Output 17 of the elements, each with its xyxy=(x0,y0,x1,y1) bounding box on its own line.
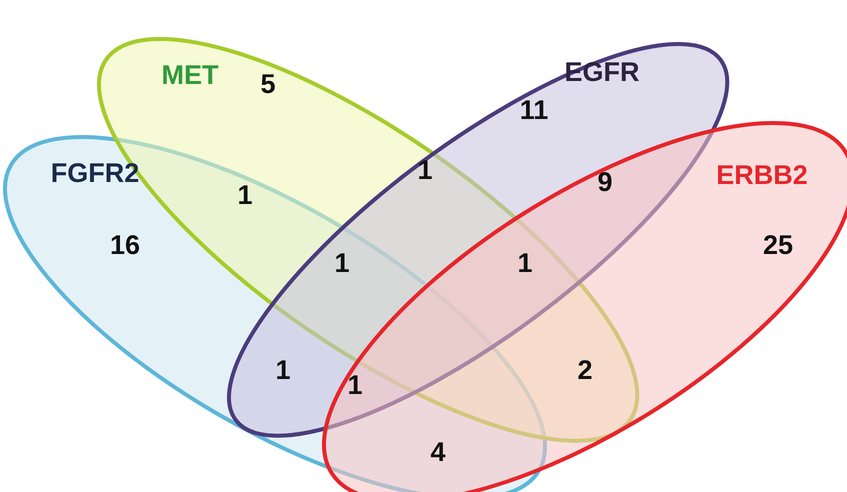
count-label: 2 xyxy=(577,355,593,385)
set-label: ERBB2 xyxy=(716,160,808,190)
set-label: FGFR2 xyxy=(50,158,140,188)
count-label: 1 xyxy=(417,155,433,185)
count-label: 16 xyxy=(110,230,140,260)
count-label: 5 xyxy=(260,69,276,99)
set-label: EGFR xyxy=(564,56,640,87)
count-label: 4 xyxy=(430,437,446,467)
count-label: 1 xyxy=(275,355,291,385)
set-label: MET xyxy=(161,60,218,90)
count-label: 1 xyxy=(517,248,533,278)
count-label: 1 xyxy=(347,370,363,400)
count-label: 1 xyxy=(334,248,350,278)
count-label: 1 xyxy=(237,180,253,210)
count-label: 25 xyxy=(762,230,794,260)
count-label: 9 xyxy=(597,167,613,197)
count-label: 11 xyxy=(520,95,548,125)
